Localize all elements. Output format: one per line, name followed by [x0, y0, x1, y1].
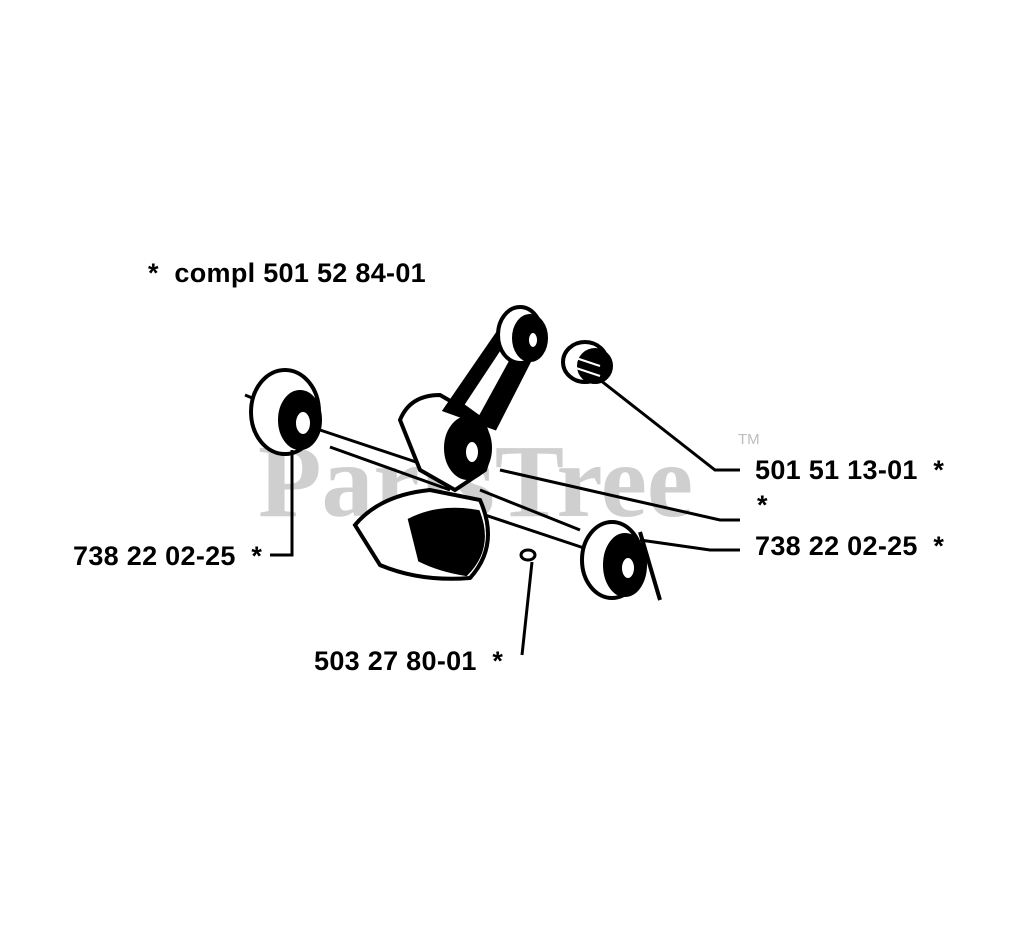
needle-bearing [561, 340, 613, 384]
right-ball-bearing [580, 520, 662, 601]
right-ball-bearing-part-number: 738 22 02-25 * [755, 531, 945, 561]
leader-lines [270, 378, 740, 656]
left-ball-bearing-part-number: 738 22 02-25 * [73, 541, 263, 571]
left-ball-bearing [249, 368, 322, 456]
crank-web [352, 392, 492, 581]
watermark-trademark: TM [738, 431, 760, 448]
asterisk-marker: * [757, 490, 768, 520]
complete-assembly-label: * compl 501 52 84-01 [148, 258, 426, 288]
woodruff-key [519, 548, 537, 562]
needle-bearing-part-number: 501 51 13-01 * [755, 455, 945, 485]
connecting-rod [441, 305, 548, 431]
key-part-number: 503 27 80-01 * [314, 646, 504, 676]
